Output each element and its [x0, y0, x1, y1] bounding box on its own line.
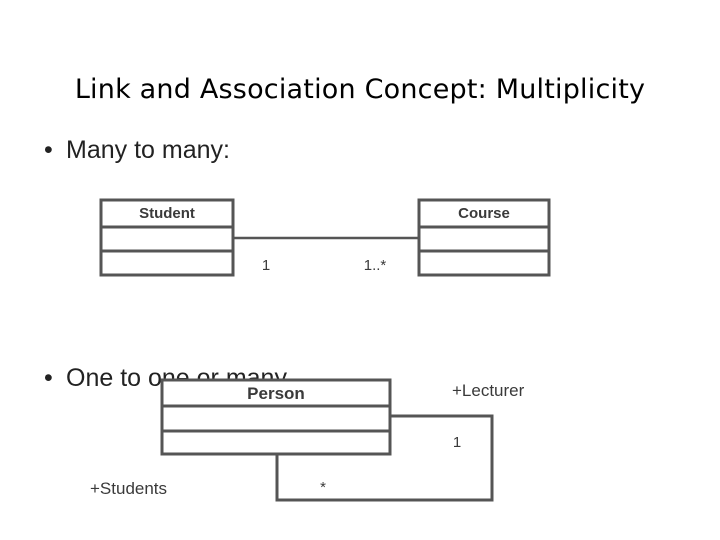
- diagram-many-to-many: Student Course 1 1..*: [99, 198, 551, 277]
- multiplicity-lecturer: 1: [453, 434, 461, 451]
- class-name-student: Student: [139, 205, 195, 222]
- role-students: +Students: [90, 479, 167, 498]
- class-name-course: Course: [458, 205, 510, 222]
- bullet-symbol: •: [44, 136, 53, 164]
- diagram-one-to-many: Person +Lecturer 1 +Students *: [90, 378, 525, 502]
- multiplicity-right: 1..*: [364, 257, 387, 274]
- bullet-many-to-many: • Many to many:: [44, 136, 230, 165]
- self-association-line: [275, 414, 494, 502]
- class-name-person: Person: [247, 384, 305, 403]
- class-box-student: Student: [99, 198, 235, 277]
- slide-title: Link and Association Concept: Multiplici…: [74, 74, 646, 105]
- bullet-text-many-to-many: Many to many:: [66, 136, 230, 164]
- multiplicity-left: 1: [262, 257, 270, 274]
- class-box-person: Person: [160, 378, 392, 456]
- role-lecturer: +Lecturer: [452, 381, 525, 400]
- bullet-symbol: •: [44, 364, 53, 392]
- class-box-course: Course: [417, 198, 551, 277]
- multiplicity-students: *: [320, 479, 326, 496]
